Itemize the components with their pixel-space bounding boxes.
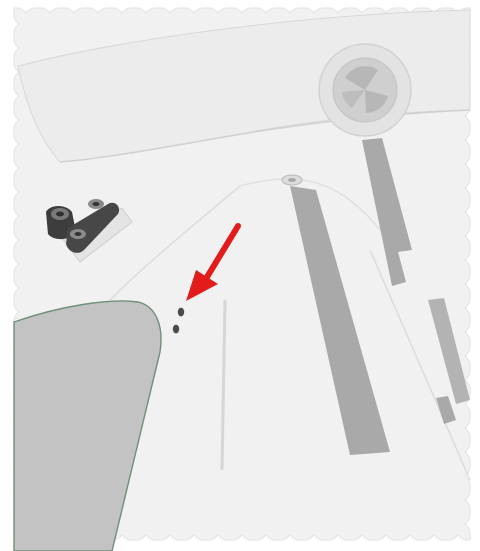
drain-plug-icon bbox=[319, 44, 411, 136]
deck-fitting-icon bbox=[282, 175, 302, 185]
screw-hole-lower bbox=[173, 325, 179, 334]
screw-hole-upper bbox=[178, 308, 184, 317]
